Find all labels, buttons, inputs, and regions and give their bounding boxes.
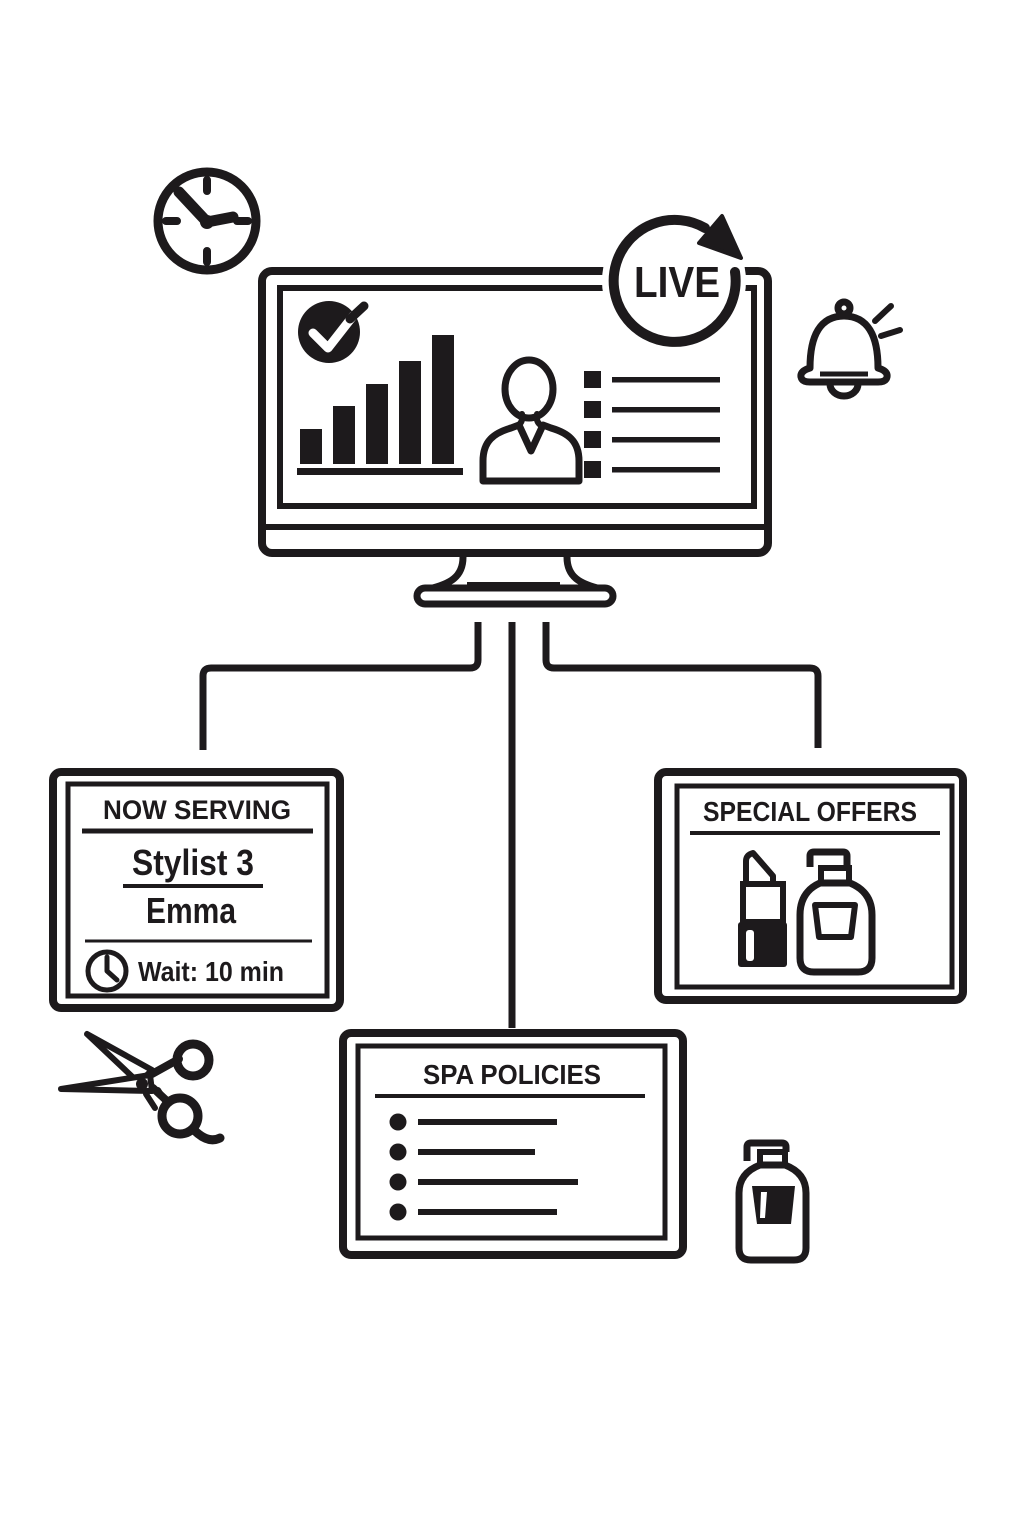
refresh-arrowhead <box>697 214 743 260</box>
pump-bottle-label <box>812 902 858 940</box>
now-serving-title: NOW SERVING <box>103 795 291 825</box>
list-line-2 <box>612 407 720 413</box>
policy-bullet-1 <box>389 1113 407 1131</box>
lipstick-tip <box>743 850 776 887</box>
bar-5 <box>432 335 454 464</box>
list-line-4 <box>612 467 720 473</box>
person-shoulders <box>479 421 583 485</box>
wait-clock-icon <box>85 949 129 993</box>
policy-bullet-4 <box>389 1203 407 1221</box>
special-offers-card: SPECIAL OFFERS <box>654 768 967 1004</box>
bar-chart-baseline <box>297 468 463 475</box>
refresh-arc <box>608 214 741 347</box>
bar-4 <box>399 361 421 464</box>
scissors-blade-lower <box>58 1072 155 1094</box>
person-head <box>501 356 557 422</box>
list-bullet-2 <box>584 401 601 418</box>
connector-right <box>542 622 822 748</box>
pump-bottle-icon <box>796 848 876 976</box>
bell-clapper <box>826 383 862 400</box>
policy-bullet-3 <box>389 1173 407 1191</box>
lotion-bottle-icon <box>735 1139 810 1264</box>
lipstick-tube <box>740 881 786 925</box>
client-name-label: Emma <box>146 890 237 931</box>
wait-label: Wait: 10 min <box>138 956 284 987</box>
stand-right-flare <box>563 556 602 593</box>
station-label: Stylist 3 <box>132 842 254 883</box>
monitor <box>258 267 772 608</box>
policy-bullet-2 <box>389 1143 407 1161</box>
spa-policies-inner-border <box>355 1043 668 1241</box>
bell-sound-lines <box>872 303 903 339</box>
now-serving-card: NOW SERVING Stylist 3 Emma Wait: 10 min <box>49 768 344 1012</box>
pump-nozzle <box>806 848 851 868</box>
live-badge-label: LIVE <box>634 258 720 307</box>
bar-chart-icon <box>300 335 454 464</box>
scissors-tail <box>189 1125 225 1145</box>
spa-policies-outer-border <box>339 1029 687 1259</box>
refresh-live-icon: LIVE <box>602 209 746 353</box>
bar-2 <box>333 406 355 464</box>
bar-1 <box>300 429 322 464</box>
person-neck <box>514 411 545 429</box>
person-icon <box>479 356 583 485</box>
lotion-pump-nozzle <box>743 1139 790 1161</box>
list-line-3 <box>612 437 720 443</box>
connector-lines <box>199 622 822 1028</box>
list-bullet-4 <box>584 461 601 478</box>
policy-list <box>389 1113 578 1221</box>
checkmark-circle-icon <box>298 301 369 363</box>
scissors-ring-upper <box>172 1039 214 1081</box>
policy-line-3 <box>418 1179 578 1185</box>
lotion-bottle-label <box>752 1186 795 1224</box>
list-line-1 <box>612 377 720 383</box>
list-bullet-3 <box>584 431 601 448</box>
profile-list <box>584 371 720 478</box>
policy-line-4 <box>418 1209 557 1215</box>
stand-left-flare <box>428 556 467 593</box>
dashboard-content <box>297 301 720 485</box>
special-offers-inner-border <box>674 783 955 990</box>
monitor-stand-base <box>413 584 617 608</box>
clock-ticks <box>162 176 252 266</box>
spa-policies-card: SPA POLICIES <box>339 1029 687 1259</box>
scissors-icon <box>58 1031 225 1145</box>
lipstick-base-highlight <box>746 930 754 961</box>
policy-line-1 <box>418 1119 557 1125</box>
list-bullet-1 <box>584 371 601 388</box>
scissors-ring-lower <box>157 1093 203 1139</box>
policy-line-2 <box>418 1149 535 1155</box>
monitor-screen <box>277 285 757 509</box>
monitor-outer-frame <box>258 267 772 557</box>
lipstick-base <box>738 922 787 967</box>
spa-policies-title: SPA POLICIES <box>423 1059 601 1090</box>
lipstick-icon <box>738 850 787 967</box>
now-serving-inner-border <box>65 781 330 999</box>
scissors-pivot <box>136 1078 148 1090</box>
connector-left <box>199 622 482 750</box>
lotion-label-highlight <box>760 1192 767 1218</box>
wall-clock-icon <box>153 167 261 275</box>
bell-body <box>797 312 891 386</box>
notification-bell-icon <box>797 298 903 400</box>
special-offers-title: SPECIAL OFFERS <box>703 796 917 827</box>
bar-3 <box>366 384 388 464</box>
